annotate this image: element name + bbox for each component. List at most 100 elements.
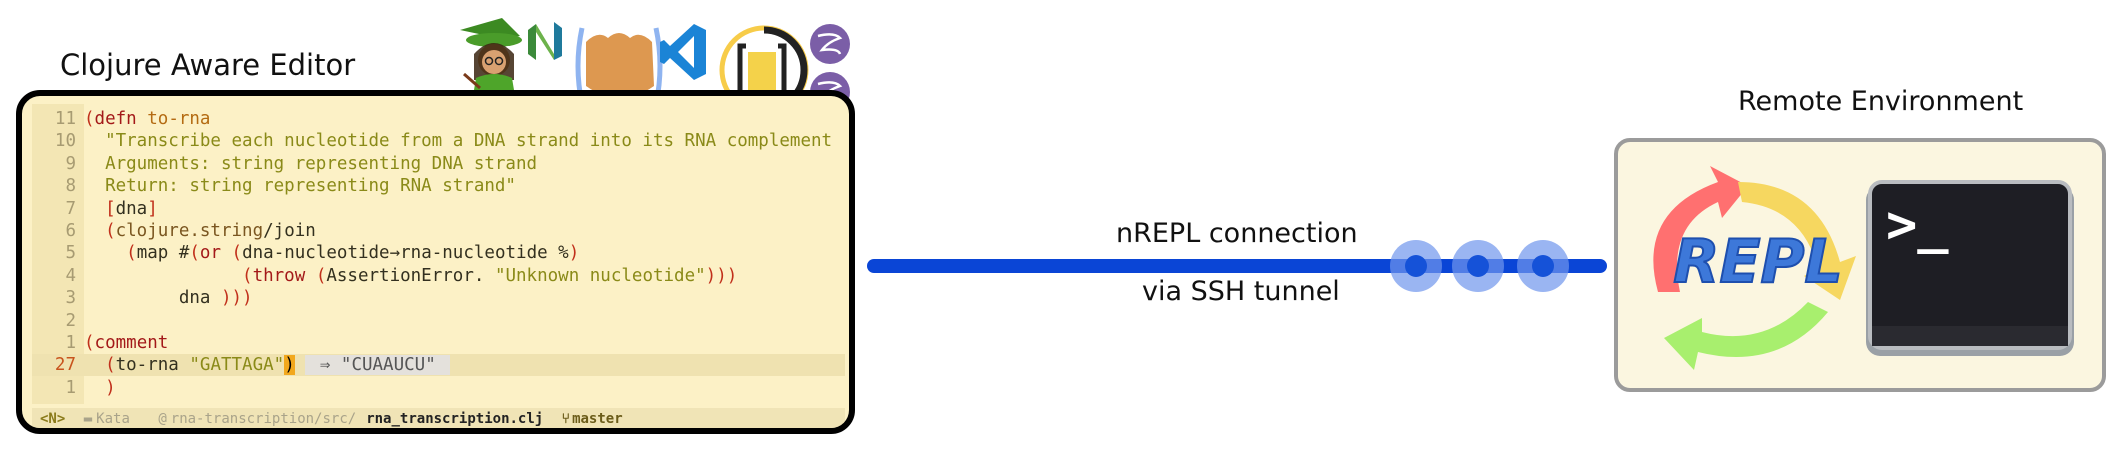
line-number: 10: [54, 131, 76, 152]
code-text: (map #(or (dna-nucleotide→rna-nucleotide…: [84, 243, 579, 263]
code-text: Arguments: string representing DNA stran…: [84, 154, 537, 174]
file-name: rna_transcription.clj: [366, 411, 544, 427]
code-text: (to-rna "GATTAGA") ⇒ "CUAAUCU": [84, 355, 451, 376]
code-token: ): [84, 377, 116, 398]
code-token: ))): [705, 265, 738, 286]
code-text: ): [84, 378, 116, 398]
code-token: to-rna: [115, 355, 190, 376]
message-dot-core: [1532, 255, 1554, 277]
line-number: 6: [65, 221, 76, 241]
code-token: (: [84, 265, 253, 286]
code-token: Arguments: string representing DNA stran…: [84, 153, 538, 174]
code-token: ): [568, 243, 580, 264]
code-token: [305, 266, 316, 286]
code-text: [dna]: [84, 199, 158, 219]
line-number: 5: [65, 243, 76, 264]
message-dot-core: [1405, 255, 1427, 277]
code-token: ))): [220, 288, 253, 309]
code-token: (: [189, 243, 200, 264]
code-token: dna-nucleotide→rna-nucleotide %: [242, 243, 569, 264]
code-line[interactable]: 3 dna ))): [32, 287, 253, 309]
code-token: AssertionError.: [326, 265, 495, 286]
line-number: 9: [65, 153, 76, 174]
remote-environment-box: REPL >_: [1614, 138, 2106, 392]
code-line[interactable]: 11(defn to-rna: [32, 108, 211, 130]
terminal-icon: >_: [1866, 180, 2074, 356]
code-token: (: [231, 243, 243, 264]
code-token: (: [84, 221, 116, 241]
code-line[interactable]: 27 (to-rna "GATTAGA") ⇒ "CUAAUCU": [32, 354, 451, 376]
connection-link: [867, 240, 1607, 292]
code-line[interactable]: 5 (map #(or (dna-nucleotide→rna-nucleoti…: [32, 242, 579, 264]
code-token: comment: [94, 333, 169, 353]
code-text: dna ))): [84, 288, 253, 308]
connection-sublabel: via SSH tunnel: [1142, 276, 1340, 307]
code-token: "Transcribe each nucleotide from a DNA s…: [84, 131, 833, 152]
file-path: @rna-transcription/src/rna_transcription…: [158, 411, 544, 427]
code-token: defn: [94, 109, 137, 129]
line-number: 27: [54, 355, 76, 376]
code-token: to-rna: [147, 109, 211, 129]
text-cursor: ): [284, 355, 295, 376]
git-branch-icon: ⑂: [561, 411, 571, 427]
vscode-icon: [660, 24, 706, 80]
code-text: Return: string representing RNA strand": [84, 176, 516, 196]
code-text: "Transcribe each nucleotide from a DNA s…: [84, 131, 832, 151]
code-line[interactable]: 9 Arguments: string representing DNA str…: [32, 153, 537, 175]
line-number: 1: [65, 333, 76, 353]
code-token: [221, 243, 232, 263]
git-branch: ⑂master: [561, 411, 623, 427]
code-text: (defn to-rna: [84, 109, 210, 129]
repl-logo-text: REPL: [1673, 227, 1842, 297]
vim-mode-indicator: <N>: [40, 411, 66, 427]
code-line[interactable]: 7 [dna]: [32, 198, 158, 220]
line-number: 1: [65, 377, 76, 398]
project-name: ▬Kata: [83, 411, 130, 427]
remote-title: Remote Environment: [1738, 86, 2024, 117]
code-token: throw: [252, 265, 306, 286]
code-text: (clojure.string/join: [84, 221, 316, 241]
terminal-prompt: >_: [1886, 195, 1949, 255]
code-token: or: [199, 243, 221, 264]
code-text: (comment: [84, 333, 168, 353]
code-text: (throw (AssertionError. "Unknown nucleot…: [84, 266, 737, 286]
code-line[interactable]: 2: [32, 310, 84, 332]
code-token: [: [84, 198, 116, 219]
line-number: 3: [65, 288, 76, 309]
code-line[interactable]: 8 Return: string representing RNA strand…: [32, 175, 516, 197]
code-token: ]: [147, 198, 158, 219]
line-number: 2: [65, 310, 76, 331]
code-token: (: [84, 109, 95, 129]
code-line[interactable]: 1 (comment: [32, 332, 168, 354]
eval-result: ⇒ "CUAAUCU": [305, 355, 451, 376]
code-token: (: [315, 265, 327, 286]
code-token: map #: [136, 243, 190, 264]
code-token: /join: [263, 221, 316, 241]
editor-title: Clojure Aware Editor: [60, 48, 356, 82]
status-bar: <N> ▬Kata @rna-transcription/src/rna_tra…: [32, 408, 845, 428]
code-token: "Unknown nucleotide": [494, 265, 706, 286]
code-line[interactable]: 4 (throw (AssertionError. "Unknown nucle…: [32, 265, 737, 287]
line-number: 7: [65, 198, 76, 219]
code-token: dna: [84, 288, 221, 309]
neovim-icon: [528, 22, 562, 60]
code-line[interactable]: 10 "Transcribe each nucleotide from a DN…: [32, 130, 832, 152]
code-token: (: [84, 243, 137, 264]
code-line[interactable]: 1 ): [32, 377, 116, 399]
code-token: [295, 355, 306, 375]
code-token: "GATTAGA": [189, 355, 285, 376]
code-token: (: [84, 333, 95, 353]
code-token: Return: string representing RNA strand": [84, 176, 516, 197]
line-number: 4: [65, 265, 76, 286]
remote-contents: REPL >_: [1653, 166, 2074, 370]
message-dot-core: [1467, 255, 1489, 277]
line-number: 8: [65, 176, 76, 197]
code-line[interactable]: 6 (clojure.string/join: [32, 220, 316, 242]
code-token: dna: [115, 198, 148, 219]
message-dots: [1390, 240, 1569, 292]
repl-cycle-icon: [1653, 166, 1856, 370]
code-token: [137, 109, 148, 129]
line-number-gutter: [32, 104, 84, 404]
at-icon: @: [158, 411, 167, 427]
